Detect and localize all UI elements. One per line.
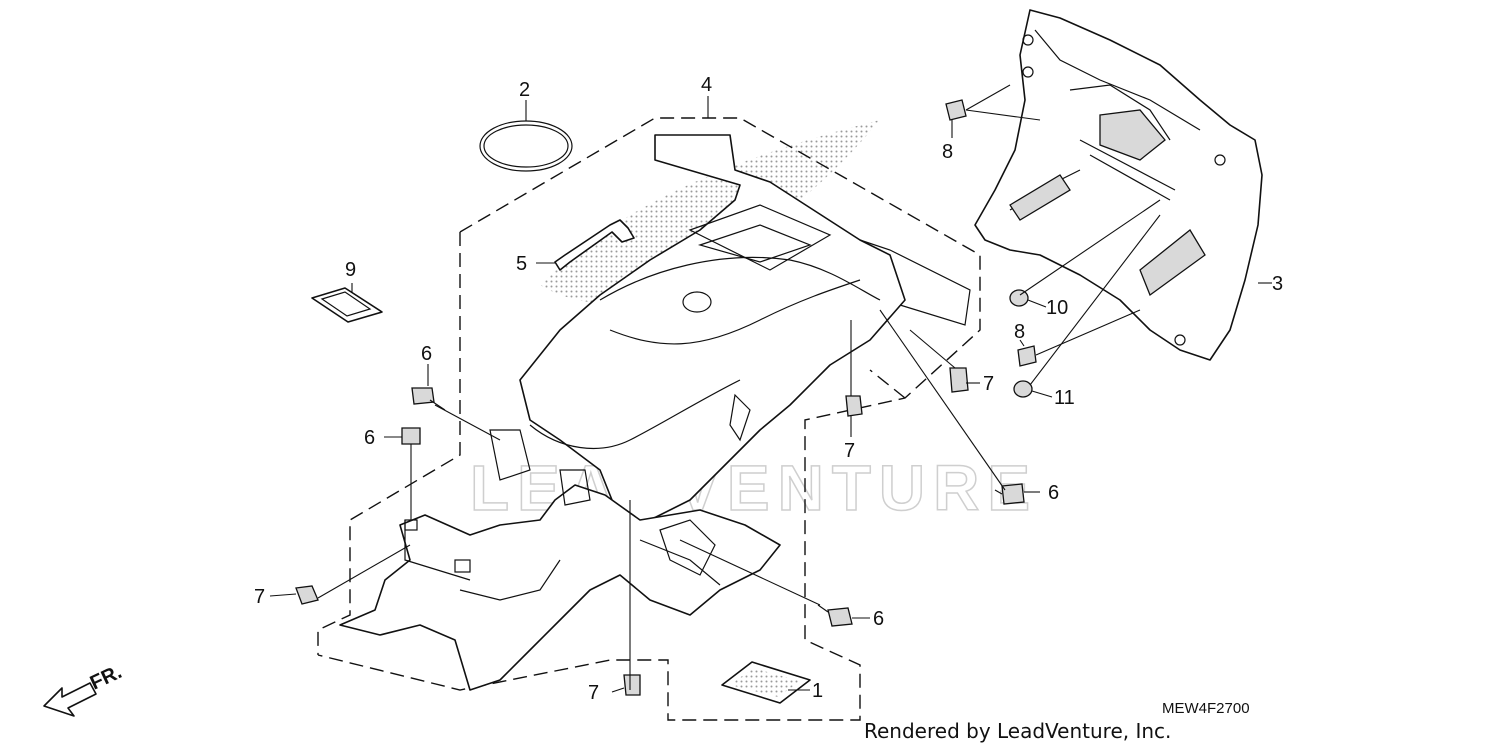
credit-text: Rendered by LeadVenture, Inc. xyxy=(864,719,1171,743)
callout-9: 9 xyxy=(345,259,356,281)
callout-7-right: 7 xyxy=(983,373,994,395)
clip-part xyxy=(295,367,969,696)
leader-lines xyxy=(269,84,1272,693)
nut-part xyxy=(945,99,1037,398)
callout-11: 11 xyxy=(1054,387,1075,409)
o-ring-inner xyxy=(483,124,569,168)
callout-4: 4 xyxy=(701,74,712,96)
callout-1: 1 xyxy=(812,680,823,702)
callout-8-upper: 8 xyxy=(942,141,953,163)
inner-fender-part xyxy=(339,429,781,691)
callout-6-upper: 6 xyxy=(421,343,432,365)
callout-8-lower: 8 xyxy=(1014,321,1025,343)
dotted-shading xyxy=(540,120,880,304)
callout-3: 3 xyxy=(1272,273,1283,295)
callout-7-left: 7 xyxy=(254,586,265,608)
front-arrow-icon xyxy=(43,682,97,717)
callout-6-lower: 6 xyxy=(873,608,884,630)
rear-cover-part xyxy=(974,9,1263,361)
assembly-outline-left xyxy=(317,232,461,655)
assembly-outline-joint xyxy=(869,369,906,399)
callout-10: 10 xyxy=(1046,297,1068,319)
callout-2: 2 xyxy=(519,79,530,101)
pad-inner xyxy=(320,291,372,317)
bolt-part xyxy=(401,387,1025,627)
o-ring-part xyxy=(479,120,573,172)
callout-7-center: 7 xyxy=(844,440,855,462)
diagram-code: MEW4F2700 xyxy=(1162,700,1250,717)
assembly-outline-main xyxy=(317,117,981,721)
rear-fender-part xyxy=(519,134,971,536)
callout-6-left: 6 xyxy=(364,427,375,449)
callout-7-bottom: 7 xyxy=(588,682,599,704)
callout-5: 5 xyxy=(516,253,527,275)
stay-part xyxy=(554,219,635,271)
callout-6-right: 6 xyxy=(1048,482,1059,504)
label-sheet-dots xyxy=(730,668,800,697)
